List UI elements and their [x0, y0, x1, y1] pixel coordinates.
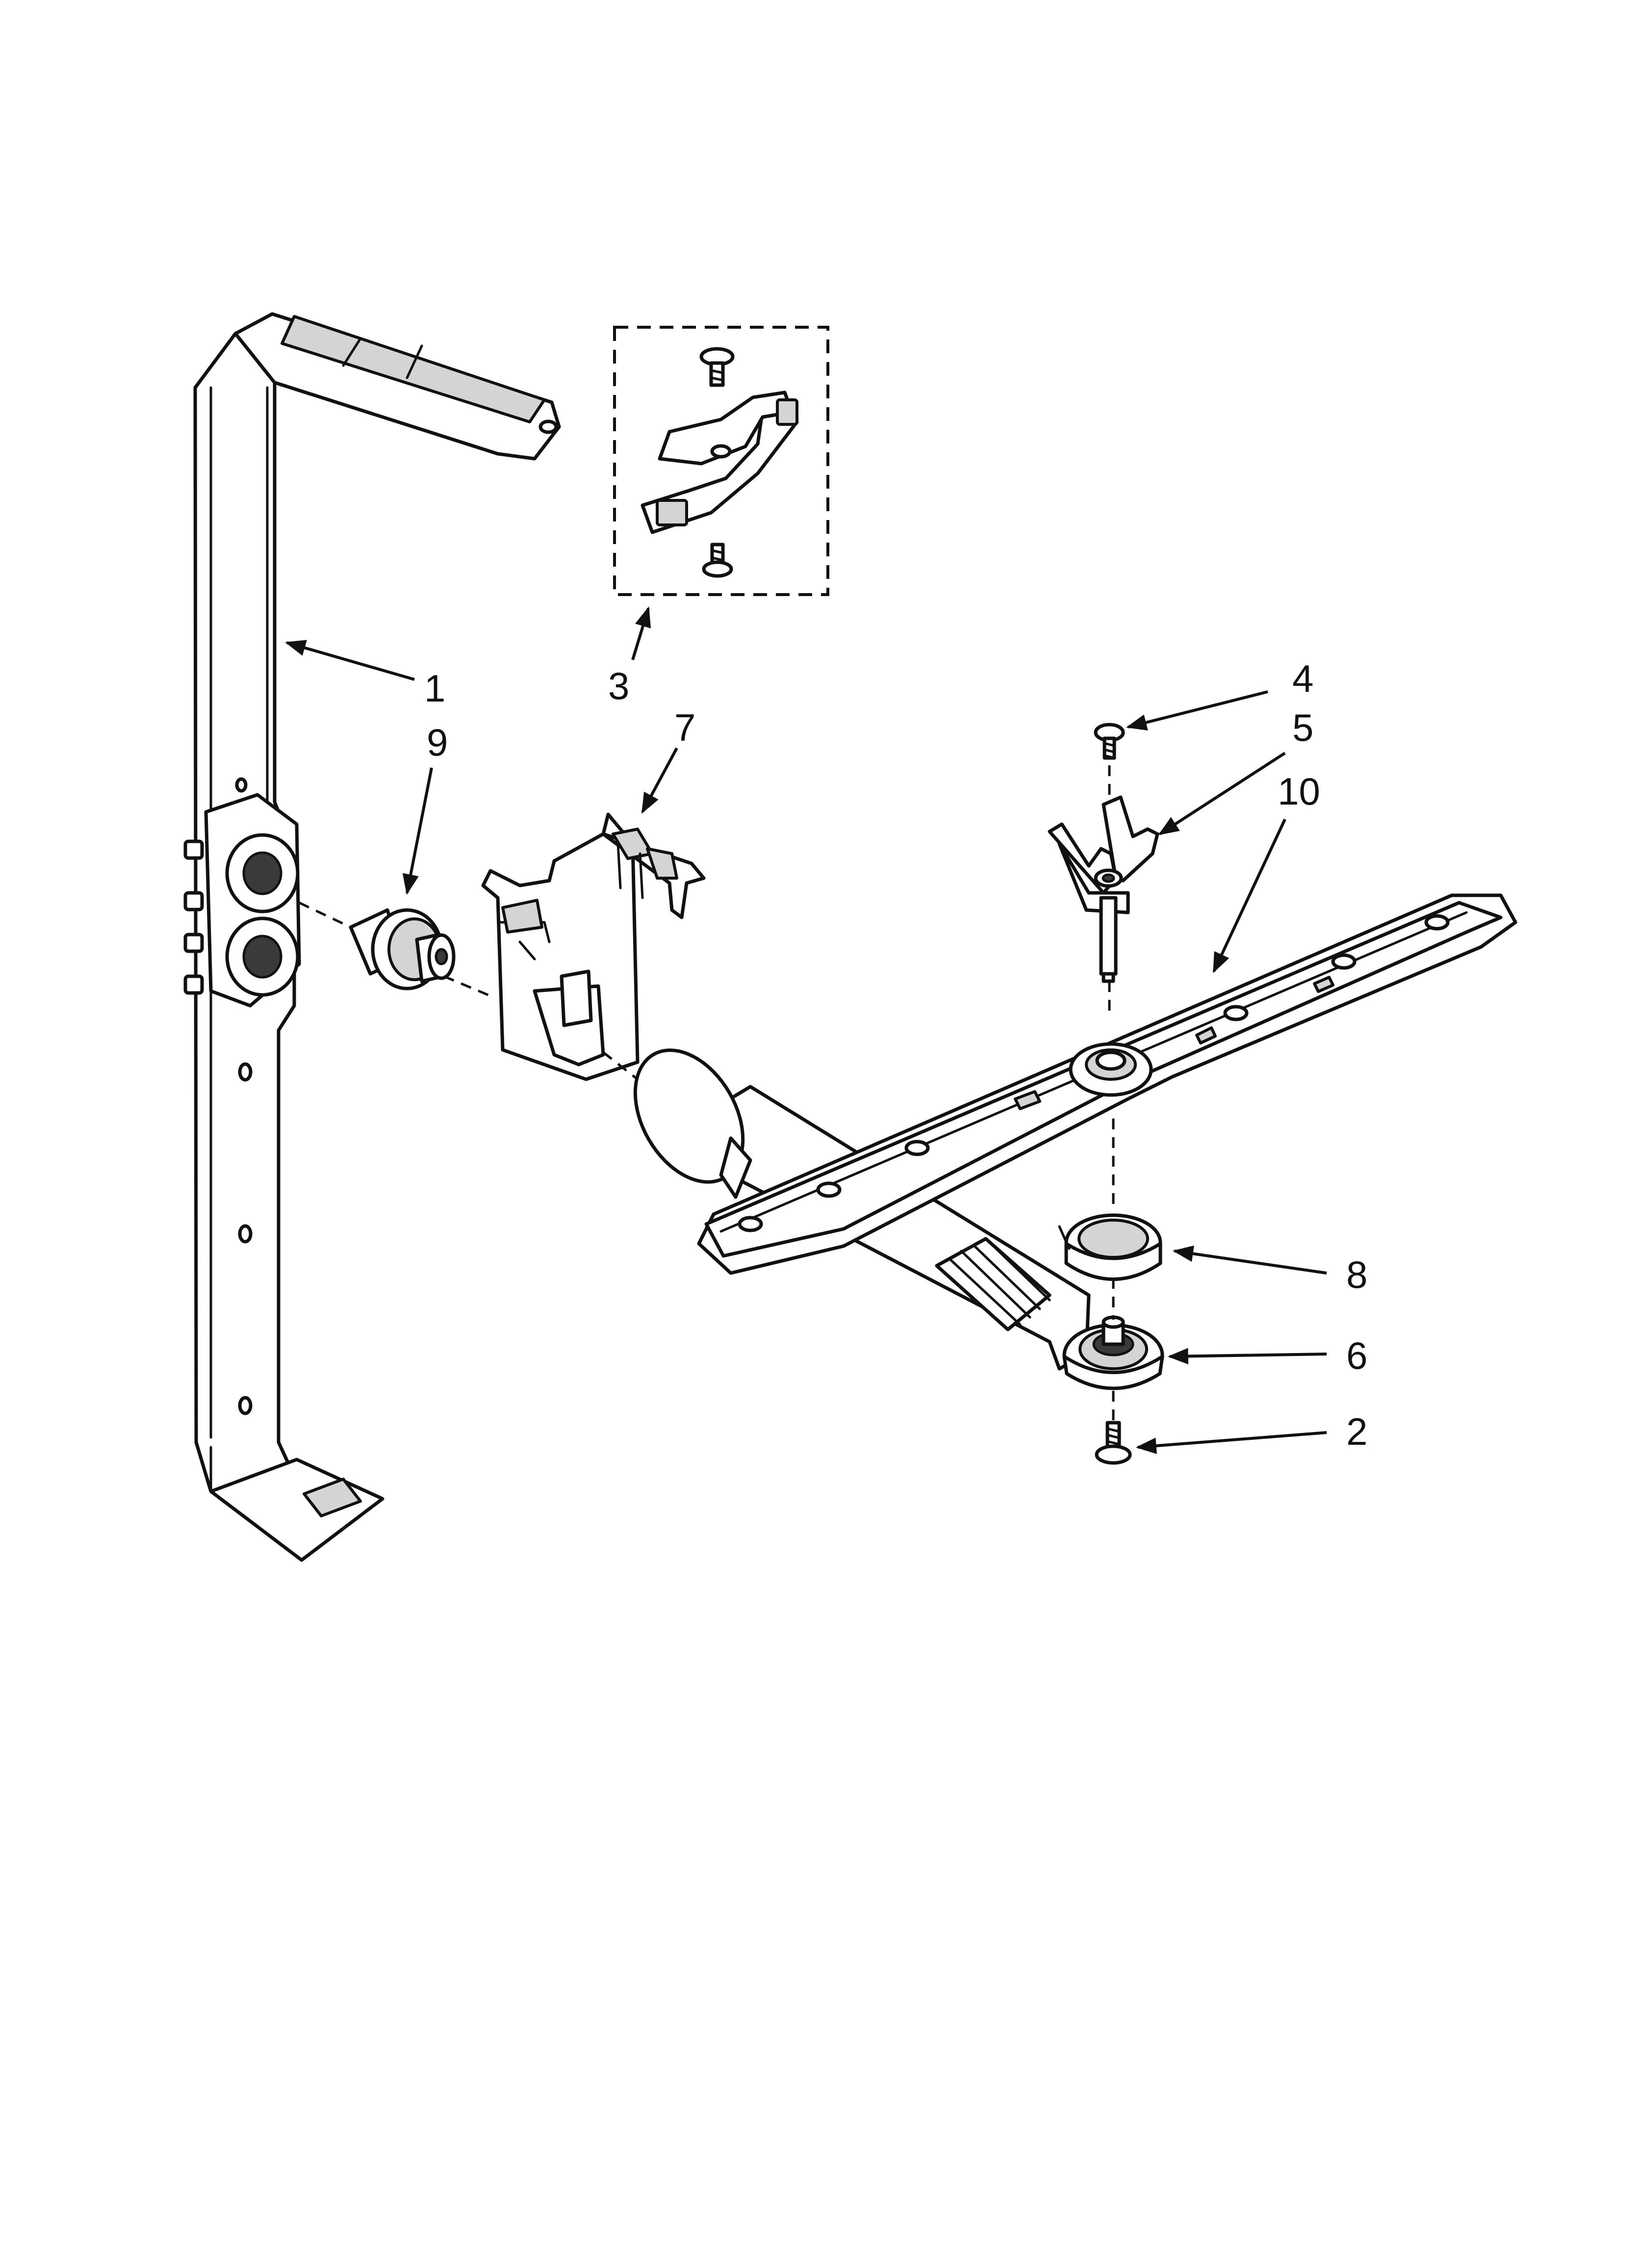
- callout-4: 4: [1292, 657, 1313, 700]
- part-4-screw: [1094, 723, 1125, 760]
- leader-5: [1158, 752, 1286, 835]
- assembly-lines: [298, 765, 1115, 1420]
- callout-9: 9: [427, 721, 448, 764]
- part-5-clip: [1048, 795, 1159, 983]
- callout-7: 7: [674, 706, 695, 749]
- part-6-hub-nut: [1062, 1315, 1164, 1390]
- part-9-connector: [349, 908, 456, 991]
- part-10-spray-arm: [633, 893, 1517, 1371]
- leader-8: [1172, 1245, 1327, 1275]
- leader-lines: [284, 606, 1327, 1454]
- part-3-hub-kit: [613, 326, 829, 596]
- callout-2: 2: [1346, 1410, 1367, 1453]
- leader-7: [641, 747, 678, 814]
- callout-5: 5: [1292, 706, 1313, 749]
- callout-labels: 1 9 3 7 4 5 10 8 6 2: [424, 657, 1367, 1453]
- callout-8: 8: [1346, 1253, 1367, 1296]
- part-1-supply-tube: [183, 312, 561, 1562]
- callout-1: 1: [424, 667, 445, 710]
- leader-2: [1135, 1431, 1327, 1454]
- part-7-bracket: [481, 812, 706, 1081]
- part-2-screw: [1095, 1421, 1132, 1465]
- leader-10: [1212, 818, 1286, 973]
- leader-1: [284, 640, 415, 681]
- callout-10: 10: [1278, 770, 1320, 813]
- callout-6: 6: [1346, 1334, 1367, 1377]
- leader-6: [1167, 1348, 1327, 1365]
- leader-4: [1126, 690, 1268, 731]
- part-8-ring: [1058, 1213, 1162, 1281]
- leader-3: [631, 606, 651, 660]
- kit-boundary-box: [613, 326, 829, 596]
- leader-9: [402, 767, 433, 895]
- callout-3: 3: [608, 664, 629, 707]
